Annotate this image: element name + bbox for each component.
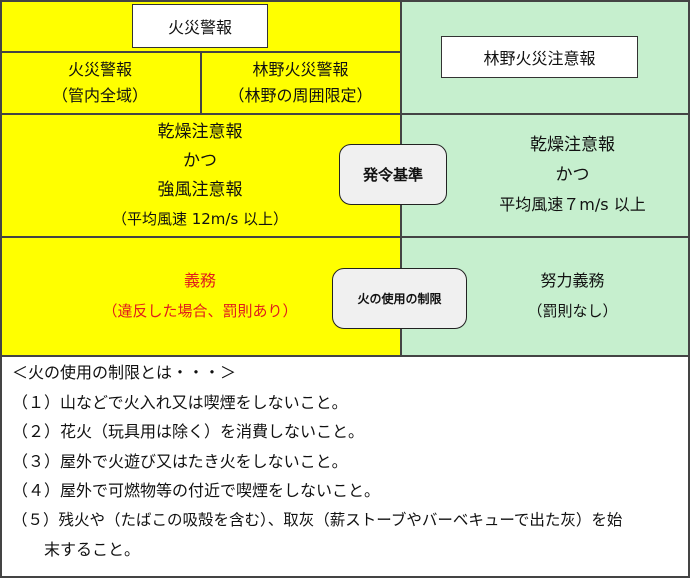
fire-warning-cell: 火災警報 （管内全域） (0, 52, 200, 113)
warning-type-split (200, 51, 202, 113)
outer-border-top (0, 0, 690, 2)
forest-fire-warning-cell: 林野火災警報 （林野の周囲限定） (201, 52, 400, 113)
notes-item-3: （３）屋外で火遊び又はたき火をしないこと。 (12, 451, 348, 471)
outer-border-right (688, 0, 690, 578)
caution-criteria-cell: 乾燥注意報 かつ 平均風速７m/s 以上 (455, 114, 690, 236)
fire-warning-header: 火災警報 (132, 4, 268, 48)
fire-warning-title: 火災警報 (67, 59, 132, 79)
warning-criteria-line-3: 強風注意報 (157, 180, 243, 200)
warning-obligation-note: （違反した場合、罰則あり） (102, 302, 298, 320)
outer-border-bottom (0, 576, 690, 578)
restriction-label: 火の使用の制限 (332, 268, 467, 329)
row-divider-criteria (0, 113, 690, 115)
notes-item-2: （２）花火（玩具用は除く）を消費しないこと。 (12, 422, 365, 441)
warning-criteria-line-4: （平均風速 12m/s 以上） (111, 210, 289, 228)
fire-warning-scope: （管内全域） (51, 85, 148, 105)
caution-restriction-cell: 努力義務 （罰則なし） (455, 237, 690, 355)
caution-obligation-note: （罰則なし） (527, 302, 618, 320)
restriction-notes: ＜火の使用の制限とは・・・＞ （１）山などで火入れ又は喫煙をしないこと。 （２）… (12, 358, 684, 565)
notes-item-5: （５）残火や（たばこの吸殻を含む）、取灰（薪ストーブやバーベキューで出た灰）を始 (12, 510, 623, 529)
warning-criteria-cell: 乾燥注意報 かつ 強風注意報 （平均風速 12m/s 以上） (0, 114, 400, 236)
warning-criteria-line-1: 乾燥注意報 (157, 122, 243, 142)
warning-obligation-title: 義務 (183, 271, 216, 290)
outer-border-left (0, 0, 2, 578)
caution-obligation-title: 努力義務 (540, 271, 605, 290)
criteria-label: 発令基準 (339, 144, 447, 205)
caution-criteria-line-2: かつ (555, 165, 590, 185)
warning-criteria-line-2: かつ (183, 151, 217, 171)
forest-fire-caution-header: 林野火災注意報 (441, 36, 638, 78)
notes-heading: ＜火の使用の制限とは・・・＞ (12, 363, 237, 382)
warning-restriction-cell: 義務 （違反した場合、罰則あり） (0, 237, 400, 355)
forest-fire-warning-scope: （林野の周囲限定） (228, 85, 373, 105)
row-divider-notes (0, 355, 690, 357)
forest-fire-warning-title: 林野火災警報 (252, 59, 349, 79)
notes-item-1: （１）山などで火入れ又は喫煙をしないこと。 (12, 392, 348, 412)
notes-item-5-continuation: 末すること。 (44, 540, 141, 559)
notes-item-4: （４）屋外で可燃物等の付近で喫煙をしないこと。 (12, 481, 381, 500)
row-divider-restriction (0, 236, 690, 238)
caution-criteria-line-1: 乾燥注意報 (530, 135, 615, 155)
caution-criteria-line-3: 平均風速７m/s 以上 (499, 195, 646, 214)
